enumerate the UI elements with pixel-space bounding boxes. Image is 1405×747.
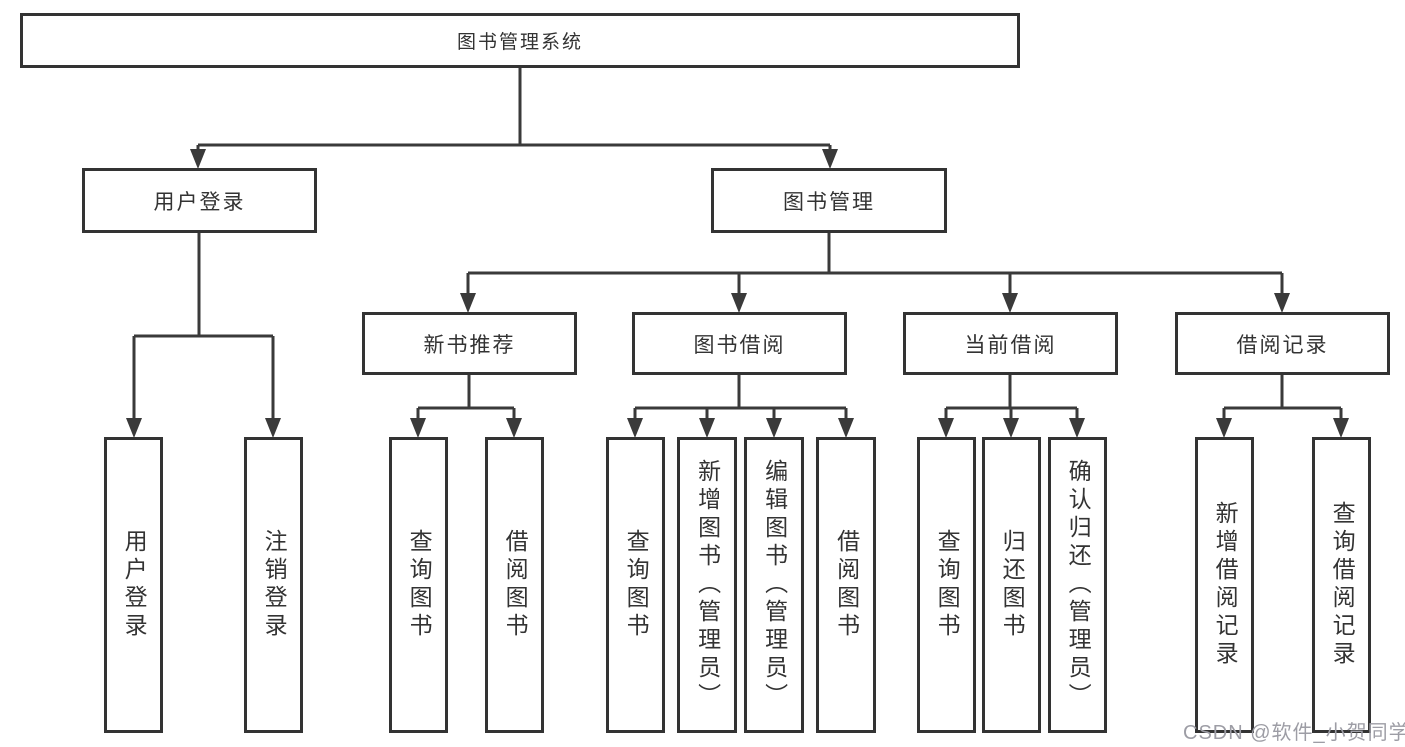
node-library-management-system: 图书管理系统 [20,13,1020,68]
node-new-book-recommend: 新书推荐 [362,312,577,375]
node-query-borrow-record: 查询借阅记录 [1312,437,1371,733]
node-borrowing-records: 借阅记录 [1175,312,1390,375]
node-query-books-borrowing: 查询图书 [606,437,665,733]
node-user-login: 用户登录 [104,437,163,733]
node-book-management: 图书管理 [711,168,947,233]
node-edit-books-admin: 编辑图书（管理员） [744,437,804,733]
node-query-books-recommend: 查询图书 [389,437,448,733]
node-query-books-current: 查询图书 [917,437,976,733]
node-confirm-return-admin: 确认归还（管理员） [1048,437,1107,733]
node-book-borrowing: 图书借阅 [632,312,847,375]
node-logout-login: 注销登录 [244,437,303,733]
node-current-borrowing: 当前借阅 [903,312,1118,375]
node-borrow-books-borrowing: 借阅图书 [816,437,876,733]
node-return-books: 归还图书 [982,437,1041,733]
node-borrow-books-recommend: 借阅图书 [485,437,544,733]
node-user-login-branch: 用户登录 [82,168,317,233]
node-add-borrow-record: 新增借阅记录 [1195,437,1254,733]
node-add-books-admin: 新增图书（管理员） [677,437,737,733]
watermark-csdn: CSDN @软件_小贺同学 [1183,722,1405,744]
